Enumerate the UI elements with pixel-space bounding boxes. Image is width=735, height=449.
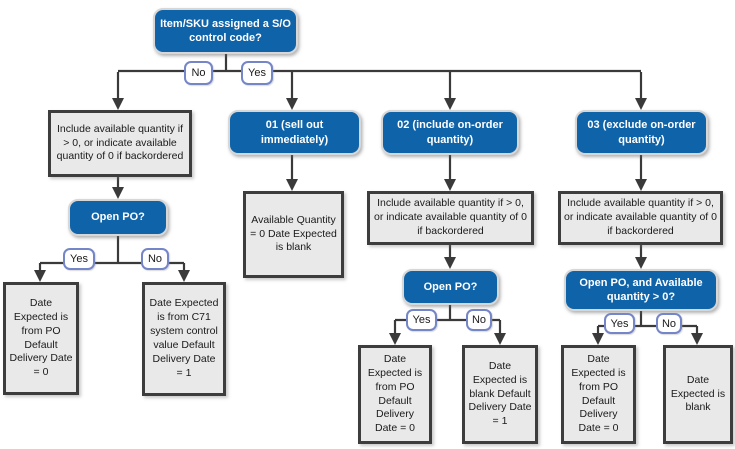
edge-label-code02-no: No bbox=[466, 309, 492, 331]
code01-result-node: Available Quantity = 0 Date Expected is … bbox=[243, 191, 344, 278]
code03-open-po-question-node: Open PO, and Available quantity > 0? bbox=[564, 269, 718, 311]
code03-no-result-node: Date Expected is blank bbox=[663, 345, 733, 444]
code02-open-po-question-node: Open PO? bbox=[402, 269, 499, 305]
code03-node: 03 (exclude on-order quantity) bbox=[575, 110, 708, 155]
code02-no-result-node: Date Expected is blank Default Delivery … bbox=[462, 345, 538, 444]
edge-label-top-yes: Yes bbox=[241, 61, 273, 85]
code03-info-node: Include available quantity if > 0, or in… bbox=[558, 191, 723, 245]
no-branch-open-po-question-node: Open PO? bbox=[68, 199, 168, 236]
edge-label-left-yes: Yes bbox=[63, 248, 95, 270]
code02-info-node: Include available quantity if > 0, or in… bbox=[367, 191, 534, 245]
edge-label-code02-yes: Yes bbox=[406, 309, 437, 331]
no-branch-yes-result-node: Date Expected is from PO Default Deliver… bbox=[3, 282, 79, 395]
edge-label-left-no: No bbox=[141, 248, 169, 270]
code01-node: 01 (sell out immediately) bbox=[228, 110, 361, 155]
edge-label-top-no: No bbox=[184, 61, 213, 85]
no-branch-info-node: Include available quantity if > 0, or in… bbox=[48, 110, 192, 177]
no-branch-no-result-node: Date Expected is from C71 system control… bbox=[142, 282, 226, 396]
root-question-node: Item/SKU assigned a S/O control code? bbox=[153, 8, 298, 54]
edge-label-code03-no: No bbox=[656, 313, 682, 334]
code02-yes-result-node: Date Expected is from PO Default Deliver… bbox=[358, 345, 432, 444]
code02-node: 02 (include on-order quantity) bbox=[381, 110, 519, 155]
edge-label-code03-yes: Yes bbox=[604, 313, 635, 334]
code03-yes-result-node: Date Expected is from PO Default Deliver… bbox=[561, 345, 636, 444]
